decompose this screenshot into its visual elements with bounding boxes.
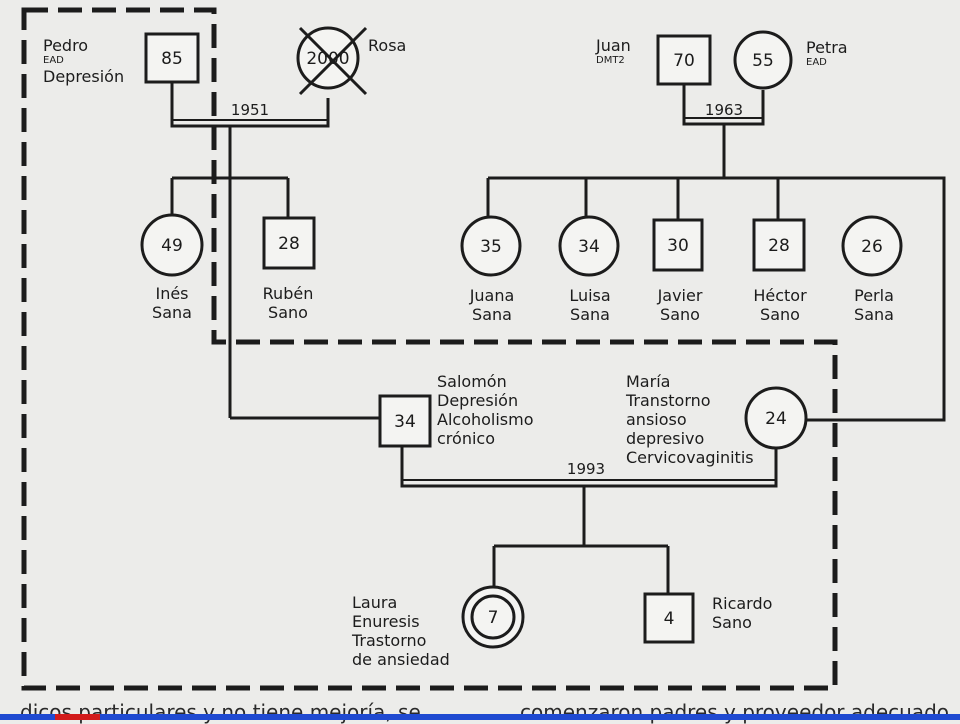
laura-condition-3: de ansiedad [352,650,450,669]
bottom-bar [0,714,960,720]
ricardo-square [643,592,695,644]
pedro-age: 85 [161,49,183,69]
perla-circle [841,215,903,277]
juana-circle [460,215,522,277]
petra-sub: EAD [806,57,827,68]
luisa-circle [558,215,620,277]
ricardo-age: 4 [664,609,675,629]
page-text-left: dicos particulares y no tiene mejoría, s… [20,700,421,724]
perla-age: 26 [861,237,883,257]
maria-age: 24 [765,409,787,429]
javier-age: 30 [667,236,689,256]
petra-label: Petra EAD [806,38,848,69]
ines-label: Inés Sana [132,284,212,322]
ines-name: Inés [155,284,189,303]
luisa-label: Luisa Sana [550,286,630,324]
perla-condition: Sana [854,305,894,324]
hector-label: Héctor Sano [735,286,825,324]
salomon-condition-1: Depresión [437,391,519,410]
ruben-label: Rubén Sano [248,284,328,322]
maria-condition-2: ansioso [626,410,687,429]
laura-age: 7 [488,608,499,628]
juan-label: Juan DMT2 [596,36,631,67]
pedro-sub: EAD [43,55,64,66]
pedro-label: Pedro EAD Depresión [43,36,124,86]
javier-square [652,218,704,272]
hector-square [752,218,806,272]
ruben-condition: Sano [268,303,308,322]
perla-label: Perla Sana [834,286,914,324]
ricardo-condition: Sano [712,613,752,632]
salomon-condition-3: crónico [437,429,495,448]
rosa-name: Rosa [368,36,407,55]
ricardo-name: Ricardo [712,594,773,613]
sibship-line-salomon [492,544,670,594]
bottom-accent [55,714,100,720]
maria-condition-4: Cervicovaginitis [626,448,754,467]
ruben-age: 28 [278,234,300,254]
marriage-year-salomon-maria: 1993 [567,460,605,478]
ines-age: 49 [161,236,183,256]
sibship-line-juan [486,176,946,422]
juan-square [656,34,712,86]
ruben-name: Rubén [262,284,314,303]
laura-name: Laura [352,593,398,612]
ines-circle [140,213,204,277]
maria-condition-3: depresivo [626,429,705,448]
javier-label: Javier Sano [640,286,720,324]
marriage-line-salomon-maria [400,440,778,488]
maria-name: María [626,372,671,391]
laura-condition-1: Enuresis [352,612,420,631]
juana-age: 35 [480,237,502,257]
salomon-condition-2: Alcoholismo [437,410,534,429]
juana-label: Juana Sana [452,286,532,324]
household-boundary [21,7,838,691]
ruben-square [262,216,316,270]
marriage-line-pedro-rosa [170,82,330,128]
pedro-condition: Depresión [43,67,125,86]
laura-condition-2: Trastorno [352,631,427,650]
ricardo-label: Ricardo Sano [712,594,772,632]
luisa-condition: Sana [570,305,610,324]
petra-circle [733,30,793,90]
hector-age: 28 [768,236,790,256]
salomon-name: Salomón [437,372,507,391]
juan-sub: DMT2 [596,55,625,66]
salomon-label: Salomón Depresión Alcoholismo crónico [437,372,534,448]
pedro-square [144,32,200,84]
salomon-square [378,394,432,448]
luisa-name: Luisa [569,286,611,305]
juan-name: Juan [596,36,631,55]
page-text-right: comenzaron padres y proveedor adecuado [520,700,949,724]
salomon-age: 34 [394,412,416,432]
laura-label: Laura Enuresis Trastorno de ansiedad [352,593,450,669]
juana-condition: Sana [472,305,512,324]
maria-circle [744,386,808,450]
javier-condition: Sano [660,305,700,324]
hector-name: Héctor [753,286,807,305]
juana-name: Juana [469,286,515,305]
petra-name: Petra [806,38,848,57]
juan-age: 70 [673,51,695,71]
javier-name: Javier [657,286,703,305]
maria-condition-1: Transtorno [626,391,711,410]
petra-age: 55 [752,51,774,71]
pedro-name: Pedro [43,36,89,55]
perla-name: Perla [854,286,894,305]
laura-circle-inner [470,594,516,640]
marriage-year-juan-petra: 1963 [705,101,743,119]
marriage-year-pedro-rosa: 1951 [231,101,269,119]
maria-label: María Transtorno ansioso depresivo Cervi… [626,372,754,467]
luisa-age: 34 [578,237,600,257]
hector-condition: Sano [760,305,800,324]
ines-condition: Sana [152,303,192,322]
sibship-line-pedro [170,176,290,218]
